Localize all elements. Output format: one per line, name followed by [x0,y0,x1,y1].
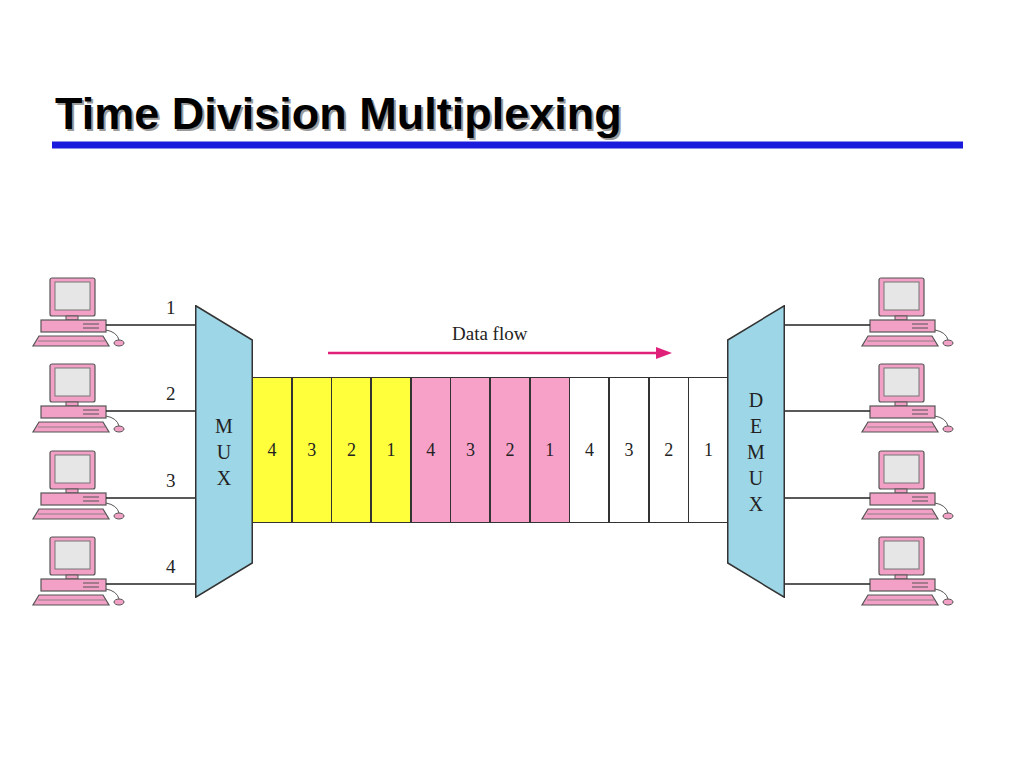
slot-number: 3 [307,440,316,461]
line-number: 4 [166,556,176,578]
time-slot: 2 [331,377,371,523]
title-underline [52,142,963,149]
device-label: DEMUX [746,387,766,517]
slot-number: 3 [466,440,475,461]
line-number: 1 [166,297,176,319]
demultiplexer: DEMUX [727,305,785,598]
time-slot: 1 [530,377,570,523]
slot-number: 4 [585,440,594,461]
time-slot: 1 [688,377,728,523]
time-slot: 4 [569,377,609,523]
line-number: 2 [166,383,176,405]
slot-number: 3 [625,440,634,461]
multiplexer: MUX [195,305,253,598]
slot-number: 4 [426,440,435,461]
slot-number: 4 [268,440,277,461]
line-number: 3 [166,470,176,492]
slot-number: 1 [704,440,713,461]
time-slot: 3 [292,377,332,523]
time-slot: 3 [450,377,490,523]
slot-number: 2 [506,440,515,461]
device-label: MUX [214,413,234,491]
time-slot: 4 [411,377,451,523]
slot-number: 2 [347,440,356,461]
slot-number: 1 [387,440,396,461]
flow-arrow [328,347,672,359]
flow-label: Data flow [452,323,527,345]
time-slot: 3 [609,377,649,523]
slot-number: 1 [545,440,554,461]
time-slot: 2 [490,377,530,523]
time-slot: 1 [371,377,411,523]
time-slot: 4 [252,377,292,523]
slot-number: 2 [664,440,673,461]
time-slot: 2 [649,377,689,523]
title: Time Division Multiplexing [55,88,622,140]
